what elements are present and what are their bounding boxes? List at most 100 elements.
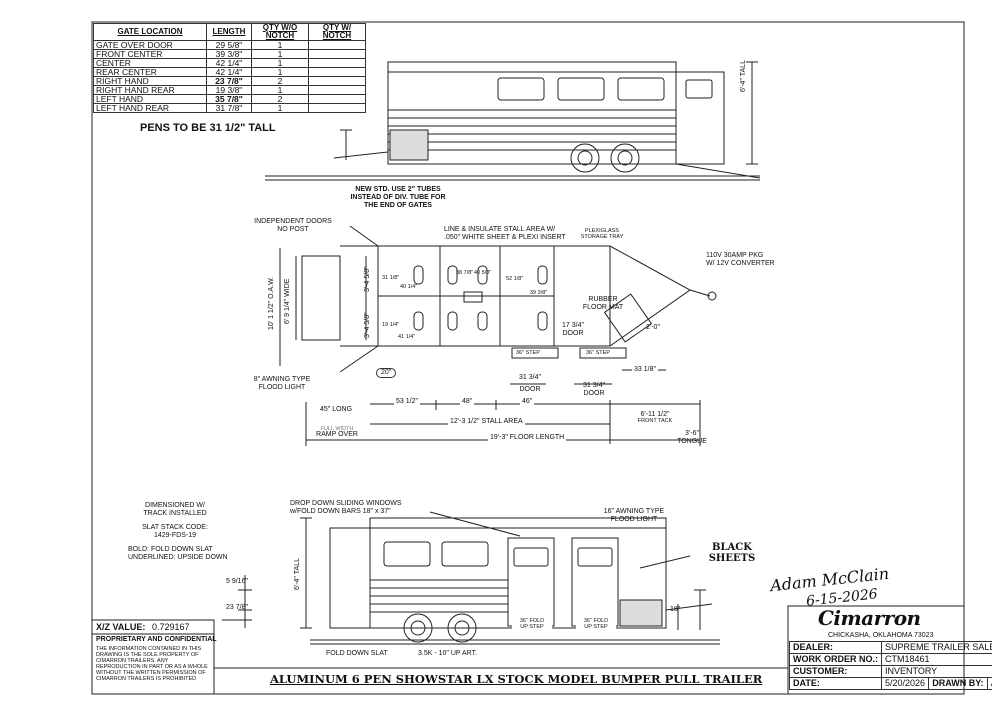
stall-label: 39 3/8" <box>530 290 548 296</box>
note-line: TRACK INSTALLED <box>143 510 207 517</box>
dim-tall-side: 6'-4" TALL <box>294 558 301 590</box>
plexiglass-note: PLEXIGLASS STORAGE TRAY <box>574 228 630 240</box>
gate-table-header: LENGTH <box>206 23 252 41</box>
note-line: 16" AWNING TYPE <box>603 508 665 515</box>
drawn-by-label: DRAWN BY: <box>928 677 988 690</box>
stall-label: 52 1/8" <box>506 276 524 282</box>
note-line: 31 3/4" <box>519 374 541 381</box>
work-order-value: CTM18461 <box>880 653 992 666</box>
note-line: 17 3/4" <box>562 322 584 329</box>
note-line: FLOOD LIGHT <box>258 384 306 391</box>
dim-door-h: 17 3/4" DOOR <box>556 322 590 338</box>
gate-table-cell <box>308 85 366 95</box>
gate-table-header: QTY W/O NOTCH <box>251 23 309 41</box>
xz-value: 0.729167 <box>152 622 190 632</box>
note-line: NEW STD. USE 2" TUBES <box>355 186 441 193</box>
bottom-side-view <box>222 511 720 645</box>
gate-table-cell: 1 <box>251 103 309 113</box>
gate-table-cell <box>308 40 366 50</box>
note-line: TONGUE <box>677 438 707 445</box>
bold-note: BOLD: FOLD DOWN SLAT <box>128 546 213 553</box>
note-line: 31 3/4" <box>583 382 605 389</box>
gate-table-cell <box>308 58 366 68</box>
drawn-by-value: AJ <box>986 677 992 690</box>
dim-48: 48" <box>460 398 475 406</box>
dim-18: 18" <box>670 606 681 613</box>
dim-tall-top: 6'-4" TALL <box>740 60 747 92</box>
note-line: w/FOLD DOWN BARS 18" x 37" <box>290 508 391 515</box>
note-line: FULL WIDTH <box>320 426 354 432</box>
ramp-note: FULL WIDTH RAMP OVER <box>308 426 366 438</box>
note-line: STORAGE TRAY <box>580 234 624 240</box>
note-line: CIMARRON TRAILERS IS PROHIBITED <box>96 676 197 682</box>
note-line: DIMENSIONED W/ <box>145 502 205 509</box>
dim-46: 46" <box>520 398 535 406</box>
dim-wide: 6' 9 1/4" WIDE <box>284 278 291 324</box>
note-line: INDEPENDENT DOORS <box>254 218 332 225</box>
note-line: WITHOUT THE WRITTEN PERMISSION OF <box>96 670 206 676</box>
gate-table: GATE LOCATION LENGTH QTY W/O NOTCH QTY W… <box>93 23 366 113</box>
note-line: FLOOD LIGHT <box>610 516 658 523</box>
dim-pen-left-bot: 3'-4 5/8" <box>364 312 371 338</box>
note-line: BLACK <box>712 542 752 553</box>
dim-front-tack: 6'-11 1/2" FRONT TACK <box>620 411 690 424</box>
customer-value: INVENTORY <box>880 665 992 678</box>
drop-windows-note: DROP DOWN SLIDING WINDOWS w/FOLD DOWN BA… <box>290 500 401 516</box>
work-order-label: WORK ORDER NO.: <box>789 653 882 666</box>
note-line: 3'-6" <box>685 430 699 437</box>
note-line: NO POST <box>277 226 309 233</box>
dim-pen-left-top: 3'-4 5/8" <box>364 266 371 292</box>
dealer-label: DEALER: <box>789 641 882 654</box>
dim-door-1: 31 3/4" DOOR <box>510 374 550 394</box>
dim-33: 33 1/8" <box>632 366 658 374</box>
floor-plan-view <box>279 225 717 446</box>
stall-label: 38 7/8" <box>456 270 474 276</box>
gate-table-cell <box>308 67 366 77</box>
dim-45: 45" LONG <box>320 406 353 413</box>
top-side-view <box>265 61 761 181</box>
note-line: DROP DOWN SLIDING WINDOWS <box>290 500 402 507</box>
note-line: INSTEAD OF DIV. TUBE FOR <box>350 194 446 201</box>
gate-table-cell <box>308 76 366 86</box>
customer-label: CUSTOMER: <box>789 665 882 678</box>
note-line: 8" AWNING TYPE <box>253 376 311 383</box>
dim-20: 20" <box>376 368 397 378</box>
awning16-note: 16" AWNING TYPE FLOOD LIGHT <box>594 508 674 524</box>
new-std-note: NEW STD. USE 2" TUBES INSTEAD OF DIV. TU… <box>348 186 448 210</box>
black-sheets-note: BLACK SHEETS <box>702 542 762 564</box>
date-label: DATE: <box>789 677 882 690</box>
gate-table-header: QTY W/ NOTCH <box>308 23 366 41</box>
drawing-title: ALUMINUM 6 PEN SHOWSTAR LX STOCK MODEL B… <box>270 672 763 686</box>
note-line: RUBBER <box>588 296 618 303</box>
note-line: RAMP OVER <box>316 431 358 438</box>
note-line: DOOR <box>562 330 584 337</box>
stall-label: 40 5/8" <box>474 270 492 276</box>
pens-note: PENS TO BE 31 1/2" TALL <box>140 122 276 134</box>
dim-door-2: 31 3/4" DOOR <box>574 382 614 398</box>
gate-table-cell <box>308 49 366 59</box>
note-line: UP STEP <box>584 624 608 630</box>
stall-label: 19 1/4" <box>382 322 400 328</box>
fold-step-1: 36" FOLD UP STEP <box>512 618 552 630</box>
note-line: 1429-FDS-19 <box>153 532 197 539</box>
dim-53: 53 1/2" <box>394 398 420 406</box>
stall-label: 40 1/4" <box>400 284 418 290</box>
note-line: DOOR <box>519 386 541 393</box>
underlined-note: UNDERLINED: UPSIDE DOWN <box>128 554 228 561</box>
note-line: 36" FOLD <box>583 618 609 624</box>
stall-label: 31 1/8" <box>382 275 400 281</box>
dim-oaw: 10' 1 1/2" O.A.W. <box>268 276 275 330</box>
company-location: CHICKASHA, OKLAHOMA 73023 <box>828 632 934 639</box>
awning-light-note: 8" AWNING TYPE FLOOD LIGHT <box>242 376 322 392</box>
gate-table-header: GATE LOCATION <box>93 23 207 41</box>
note-line: THE END OF GATES <box>364 202 432 209</box>
note-line: 36" FOLD <box>519 618 545 624</box>
note-line: 6'-11 1/2" <box>640 411 670 418</box>
gate-table-cell: 31 7/8" <box>206 103 252 113</box>
proprietary-body: THE INFORMATION CONTAINED IN THIS DRAWIN… <box>96 646 208 682</box>
dim-2-0: 2'-0" <box>646 324 660 331</box>
proprietary-title: PROPRIETARY AND CONFIDENTIAL <box>96 636 217 643</box>
